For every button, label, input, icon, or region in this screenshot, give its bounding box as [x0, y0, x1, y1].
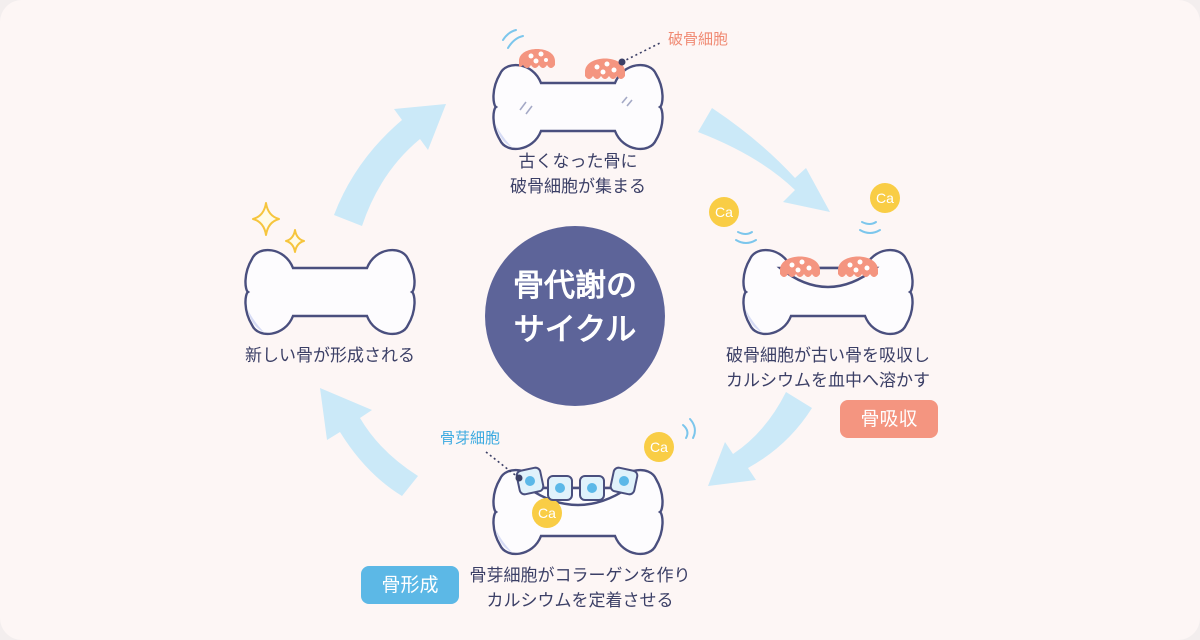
- calcium-label-2: Ca: [876, 190, 894, 206]
- cycle-title-line1: 骨代謝の: [513, 268, 637, 304]
- sparkle-icon-large: [252, 202, 280, 236]
- osteoclast-pointer: [621, 41, 663, 63]
- caption-top: 古くなった骨に 破骨細胞が集まる: [478, 150, 678, 200]
- release-lines-3: [682, 418, 696, 439]
- bone-right: [742, 248, 914, 336]
- bone-left: [244, 248, 416, 336]
- osteoclast-label: 破骨細胞: [668, 30, 729, 48]
- caption-bottom: 骨芽細胞がコラーゲンを作り カルシウムを定着させる: [455, 564, 705, 614]
- calcium-ion-2: [870, 183, 900, 213]
- arrow-bottom-to-left: [320, 388, 418, 496]
- bone-top: [492, 63, 664, 151]
- caption-right: 破骨細胞が古い骨を吸収し カルシウムを血中へ溶かす: [708, 344, 948, 394]
- calcium-label-1: Ca: [715, 204, 733, 220]
- osteoclast-pointer-dot: [618, 58, 626, 66]
- arrow-top-to-right: [698, 108, 830, 212]
- cycle-title: 骨代謝の サイクル: [485, 264, 665, 352]
- osteoclast-top-1: [519, 49, 555, 68]
- calcium-label-4: Ca: [538, 505, 556, 521]
- osteoblast-pointer-dot: [515, 474, 523, 482]
- center-circle: [485, 226, 665, 406]
- caption-top-line1: 古くなった骨に: [518, 152, 638, 172]
- osteoblast-label: 骨芽細胞: [440, 429, 501, 447]
- arrow-right-to-bottom: [708, 392, 812, 486]
- caption-left: 新しい骨が形成される: [220, 344, 440, 369]
- release-lines-2: [859, 221, 881, 234]
- osteoblast-nuclei: [525, 476, 629, 493]
- calcium-ion-1: [709, 197, 739, 227]
- calcium-ion-4: [532, 498, 562, 528]
- caption-right-line2: カルシウムを血中へ溶かす: [726, 371, 930, 391]
- release-lines-1: [735, 231, 757, 244]
- tag-formation: 骨形成: [361, 566, 459, 604]
- caption-left-line1: 新しい骨が形成される: [245, 346, 415, 366]
- calcium-ion-3: [644, 432, 674, 462]
- osteoclast-right-1: [780, 256, 820, 277]
- arrow-left-to-top: [334, 104, 446, 226]
- caption-right-line1: 破骨細胞が古い骨を吸収し: [726, 346, 930, 366]
- osteoclast-top-2: [585, 58, 625, 79]
- motion-lines: [502, 29, 524, 49]
- caption-bottom-line2: カルシウムを定着させる: [486, 591, 674, 611]
- calcium-label-3: Ca: [650, 439, 668, 455]
- tag-resorption: 骨吸収: [840, 400, 938, 438]
- cycle-arrows: [320, 104, 830, 496]
- cycle-title-line2: サイクル: [513, 312, 637, 348]
- osteoblast-pointer: [485, 451, 520, 479]
- caption-top-line2: 破骨細胞が集まる: [510, 177, 646, 197]
- sparkle-icon-small: [285, 229, 305, 253]
- caption-bottom-line1: 骨芽細胞がコラーゲンを作り: [469, 566, 691, 586]
- osteoclast-right-2: [838, 256, 878, 277]
